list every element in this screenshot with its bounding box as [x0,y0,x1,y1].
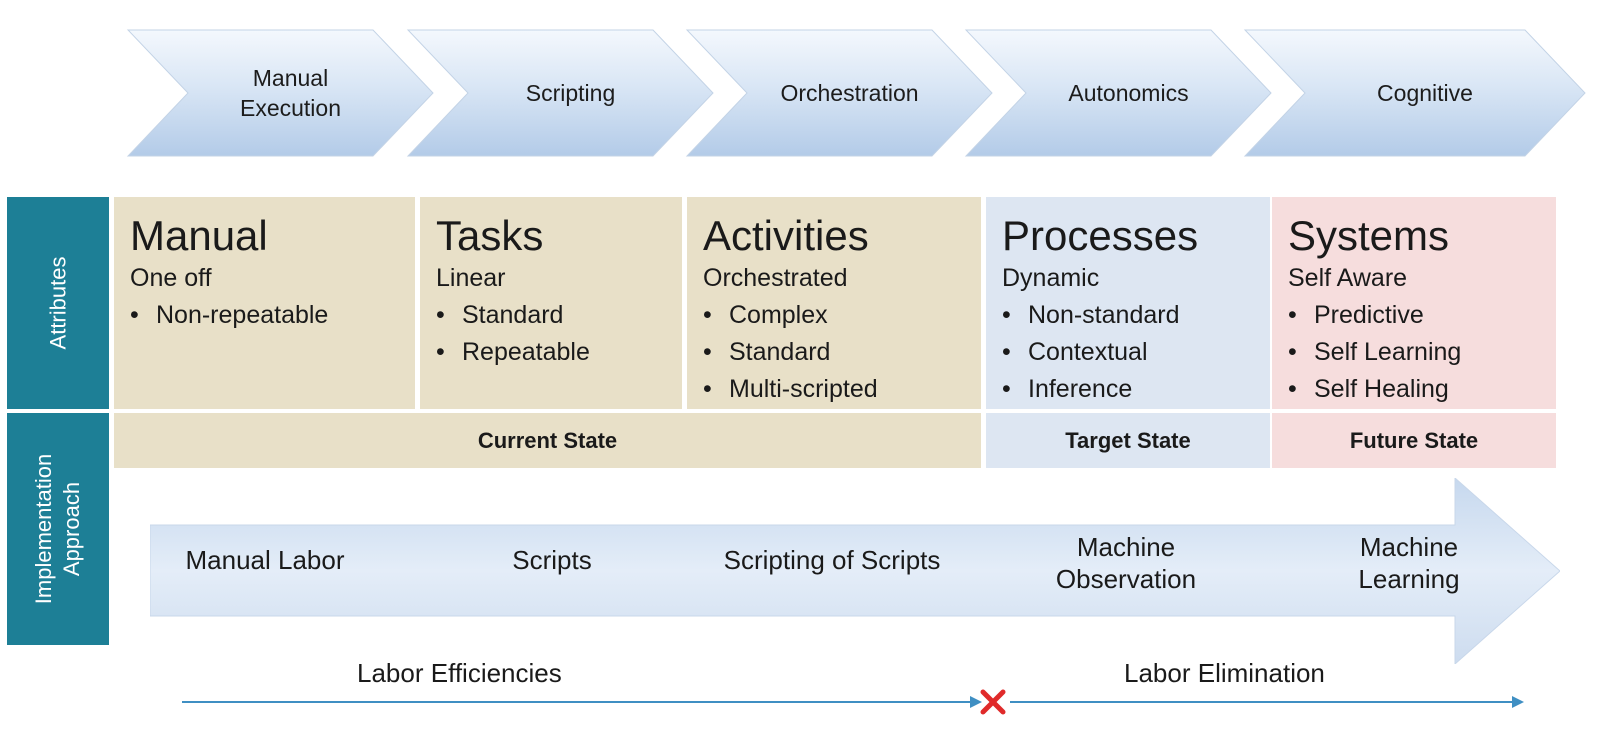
labor-elimination-label: Labor Elimination [1124,658,1325,688]
attribute-bullet: Contextual [1002,334,1270,371]
attribute-subtitle: Dynamic [1002,264,1100,292]
implementation-scripts: Scripts [512,545,592,575]
attribute-title: Activities [703,212,869,259]
chevron-label: Autonomics [1068,80,1189,106]
attribute-bullet: Self Learning [1288,334,1556,371]
future-state-label: Future State [1349,427,1479,453]
attributes-tab: Attributes [7,197,109,409]
attribute-bullet: Standard [703,334,981,371]
implementation-tab-label: Implementation Approach [31,453,85,605]
chevron-label: Orchestration [780,80,919,106]
attribute-bullets: Non-standard Contextual Inference [1002,297,1270,408]
arrowhead-icon [970,696,982,708]
arrowhead-icon [1512,696,1524,708]
x-mark-icon [980,689,1006,715]
target-state-bar: Target State [986,413,1270,468]
implementation-machine-observation: Machine Observation [1055,532,1197,594]
attribute-tasks: Tasks Linear Standard Repeatable [420,197,682,409]
attribute-bullet: Predictive [1288,297,1556,334]
attribute-processes: Processes Dynamic Non-standard Contextua… [986,197,1270,409]
attribute-bullet: Inference [1002,371,1270,408]
implementation-scripting-of-scripts: Scripting of Scripts [723,545,941,575]
attribute-title: Manual [130,212,268,259]
attribute-bullets: Complex Standard Multi-scripted [703,297,981,408]
attribute-activities: Activities Orchestrated Complex Standard… [687,197,981,409]
attribute-bullet: Self Healing [1288,371,1556,408]
attribute-manual: Manual One off Non-repeatable [114,197,415,409]
implementation-arrow [150,478,1560,664]
chevron-autonomics: Autonomics [964,29,1272,157]
implementation-manual-labor: Manual Labor [185,545,345,575]
chevron-manual-execution: Manual Execution [126,29,434,157]
implementation-approach-tab: Implementation Approach [7,413,109,645]
attribute-bullets: Non-repeatable [130,297,415,334]
attribute-subtitle: Linear [436,264,506,292]
attribute-bullet: Complex [703,297,981,334]
chevron-orchestration: Orchestration [685,29,993,157]
attribute-title: Processes [1002,212,1199,259]
chevron-cognitive: Cognitive [1243,29,1586,157]
attribute-bullet: Standard [436,297,682,334]
chevron-label: Scripting [525,80,616,106]
target-state-label: Target State [1065,427,1191,453]
attribute-systems: Systems Self Aware Predictive Self Learn… [1272,197,1556,409]
chevron-label: Manual Execution [239,65,341,121]
attribute-subtitle: One off [130,264,212,292]
current-state-label: Current State [477,427,618,453]
attribute-bullets: Predictive Self Learning Self Healing [1288,297,1556,408]
attribute-title: Tasks [436,212,544,259]
current-state-bar: Current State [114,413,981,468]
future-state-bar: Future State [1272,413,1556,468]
attribute-bullet: Repeatable [436,334,682,371]
attribute-bullets: Standard Repeatable [436,297,682,371]
attribute-bullet: Multi-scripted [703,371,981,408]
attributes-tab-label: Attributes [45,256,70,350]
chevron-scripting: Scripting [406,29,714,157]
attribute-bullet: Non-standard [1002,297,1270,334]
labor-efficiencies-label: Labor Efficiencies [357,658,562,688]
implementation-machine-learning: Machine Learning [1358,532,1460,594]
attribute-bullet: Non-repeatable [130,297,415,334]
attribute-subtitle: Self Aware [1288,264,1408,292]
attribute-subtitle: Orchestrated [703,264,848,292]
chevron-label: Cognitive [1377,80,1473,106]
attribute-title: Systems [1288,212,1450,259]
